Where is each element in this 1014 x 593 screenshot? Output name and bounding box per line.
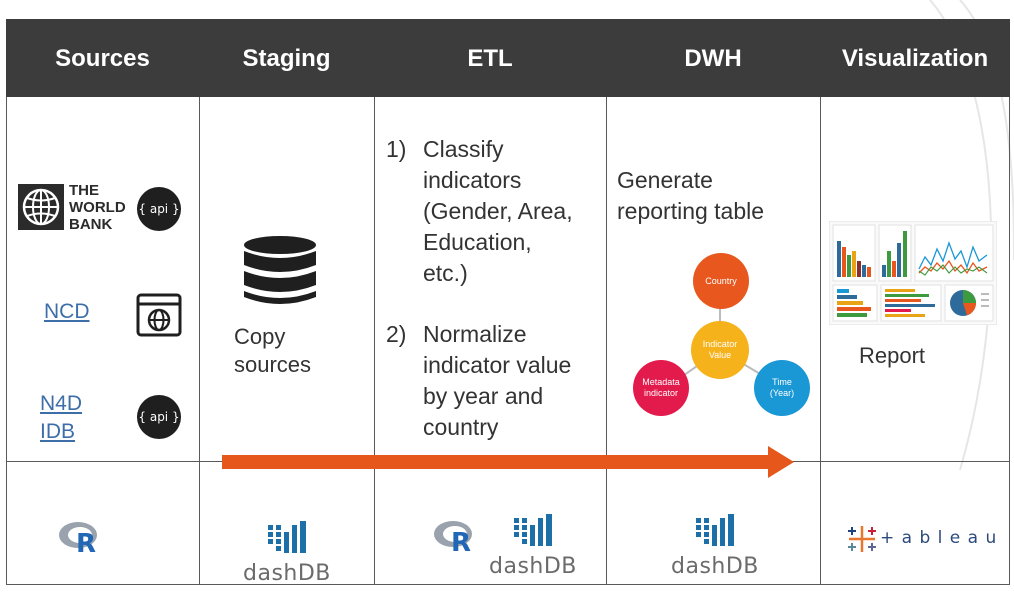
report-label: Report <box>859 343 926 368</box>
etl-step-1-number: 1) <box>386 136 407 162</box>
header-visualization: Visualization <box>841 45 989 72</box>
grid-line <box>606 97 607 585</box>
node-country: Country <box>693 253 749 309</box>
dashdb-wordmark: dashDB <box>671 554 759 579</box>
dashdb-wordmark: dashDB <box>243 561 331 586</box>
header-etl: ETL <box>467 45 513 72</box>
dashdb-bars-icon <box>696 514 734 546</box>
r-logo-icon: R <box>434 521 472 553</box>
report-thumbnail <box>829 221 997 325</box>
api-badge-worldbank[interactable]: { api } <box>137 187 181 231</box>
header-dwh: DWH <box>684 45 742 72</box>
world-bank-globe-icon <box>18 184 64 230</box>
flow-arrow <box>222 446 794 478</box>
header-staging: Staging <box>242 45 331 72</box>
etl-step-2-number: 2) <box>386 321 407 347</box>
header-row <box>6 19 1010 97</box>
grid-line <box>1009 97 1010 585</box>
etl-step-2-text: Normalize indicator value by year and co… <box>423 321 572 440</box>
etl-step-1-text: Classify indicators (Gender, Area, Educa… <box>423 136 573 286</box>
grid-line <box>820 97 821 585</box>
world-bank-logo: THE WORLD BANK <box>69 182 126 233</box>
r-logo-icon: R <box>59 522 97 554</box>
grid-line <box>6 584 1010 585</box>
tableau-wordmark: + a b l e a u <box>880 528 998 548</box>
pipeline-table: Sources Staging ETL DWH Visualization <box>6 19 1010 585</box>
grid-line <box>374 97 375 585</box>
generate-reporting-label: Generate reporting table <box>617 167 765 224</box>
grid-line <box>199 97 200 585</box>
dashdb-bars-icon <box>268 521 306 553</box>
svg-text:R: R <box>76 529 96 554</box>
dashdb-bars-icon <box>514 514 552 546</box>
copy-sources-label: Copy sources <box>234 324 312 377</box>
dashdb-wordmark: dashDB <box>489 554 577 579</box>
header-sources: Sources <box>55 45 150 72</box>
tableau-cross-icon <box>848 526 876 552</box>
n4d-idb-link[interactable]: N4D IDB <box>40 392 83 443</box>
ncd-link[interactable]: NCD <box>44 300 90 323</box>
web-globe-icon[interactable] <box>136 293 182 337</box>
svg-text:R: R <box>451 528 471 553</box>
node-time-year: Time(Year) <box>754 360 810 416</box>
database-icon <box>244 236 316 304</box>
grid-line <box>6 97 7 585</box>
api-badge-n4d[interactable]: { api } <box>137 395 181 439</box>
